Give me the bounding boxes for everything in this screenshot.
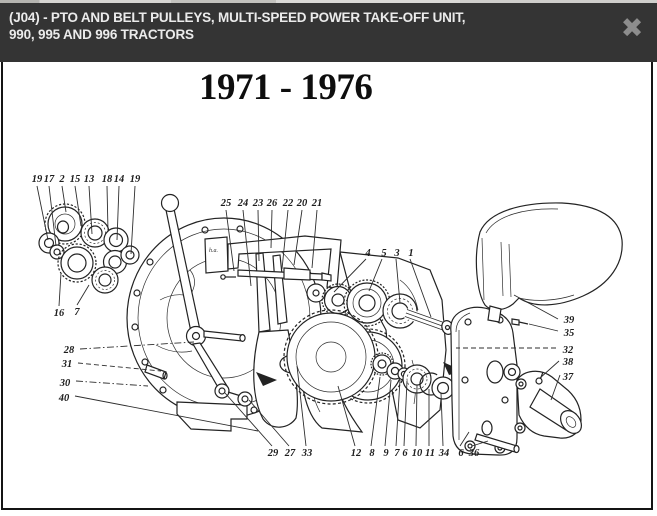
part-callout-8: 8 — [369, 448, 375, 459]
shift-lever — [160, 193, 253, 407]
frame-border-left — [1, 62, 3, 508]
left-gear-cluster — [38, 203, 140, 294]
part-callout-10: 10 — [412, 448, 423, 459]
pto-shield — [475, 202, 623, 323]
part-callout-23: 23 — [252, 198, 264, 209]
part-callout-12: 12 — [351, 448, 362, 459]
part-callout-17: 17 — [44, 174, 55, 185]
part-callout-13: 13 — [84, 174, 95, 185]
part-callout-2: 2 — [58, 174, 65, 185]
years-range-title: 1971 - 1976 — [199, 67, 373, 108]
part-callout-33: 33 — [301, 448, 313, 459]
page-top-strip — [0, 0, 657, 3]
part-callout-5: 5 — [381, 248, 386, 259]
leader-lines — [36, 185, 561, 447]
part-callout-20: 20 — [296, 198, 308, 209]
part-callout-35: 35 — [563, 328, 575, 339]
part-callout-15: 15 — [70, 174, 81, 185]
part-callout-9: 9 — [383, 448, 389, 459]
part-callout-4: 4 — [364, 248, 370, 259]
frame-border-right — [651, 62, 653, 508]
part-callout-18: 18 — [102, 174, 113, 185]
part-callout-31: 31 — [61, 359, 73, 370]
frame-border-bottom — [1, 508, 653, 510]
gear-train — [283, 279, 455, 405]
part-callout-39: 39 — [563, 315, 575, 326]
part-callout-3: 3 — [393, 248, 399, 259]
part-callout-6: 6 — [402, 448, 408, 459]
part-callout-1: 1 — [408, 248, 413, 259]
part-callout-11: 11 — [425, 448, 435, 459]
part-callout-24: 24 — [237, 198, 249, 209]
viewer-header: (J04) - PTO AND BELT PULLEYS, MULTI-SPEE… — [0, 3, 657, 62]
part-callout-22: 22 — [282, 198, 294, 209]
part-callout-25: 25 — [220, 198, 232, 209]
drawing-annotation: h.a. — [209, 248, 218, 254]
part-callout-32: 32 — [562, 345, 574, 356]
part-callout-36: 36 — [468, 448, 480, 459]
pto-shaft — [404, 308, 454, 335]
part-callout-34: 34 — [438, 448, 450, 459]
part-callout-7: 7 — [74, 307, 80, 318]
part-callout-6: 6 — [458, 448, 464, 459]
part-callout-26: 26 — [266, 198, 278, 209]
close-icon[interactable]: ✖ — [620, 13, 644, 44]
part-callout-29: 29 — [267, 448, 279, 459]
part-callout-37: 37 — [562, 372, 574, 383]
part-callout-28: 28 — [63, 345, 75, 356]
part-callout-40: 40 — [58, 393, 70, 404]
diagram-title-line2: 990, 995 AND 996 TRACTORS — [9, 27, 194, 42]
output-housing — [474, 370, 583, 454]
selector-bracket: h.a. — [204, 235, 463, 428]
part-callout-14: 14 — [114, 174, 125, 185]
diagram-title-line1: (J04) - PTO AND BELT PULLEYS, MULTI-SPEE… — [9, 10, 466, 25]
part-callout-16: 16 — [54, 308, 65, 319]
part-callout-38: 38 — [562, 357, 574, 368]
part-callout-21: 21 — [311, 198, 323, 209]
part-callout-30: 30 — [59, 378, 71, 389]
part-callout-27: 27 — [284, 448, 296, 459]
part-callout-19: 19 — [32, 174, 43, 185]
part-callout-7: 7 — [394, 448, 400, 459]
part-callout-19: 19 — [130, 174, 141, 185]
parts-diagram: h.a. — [32, 174, 623, 459]
